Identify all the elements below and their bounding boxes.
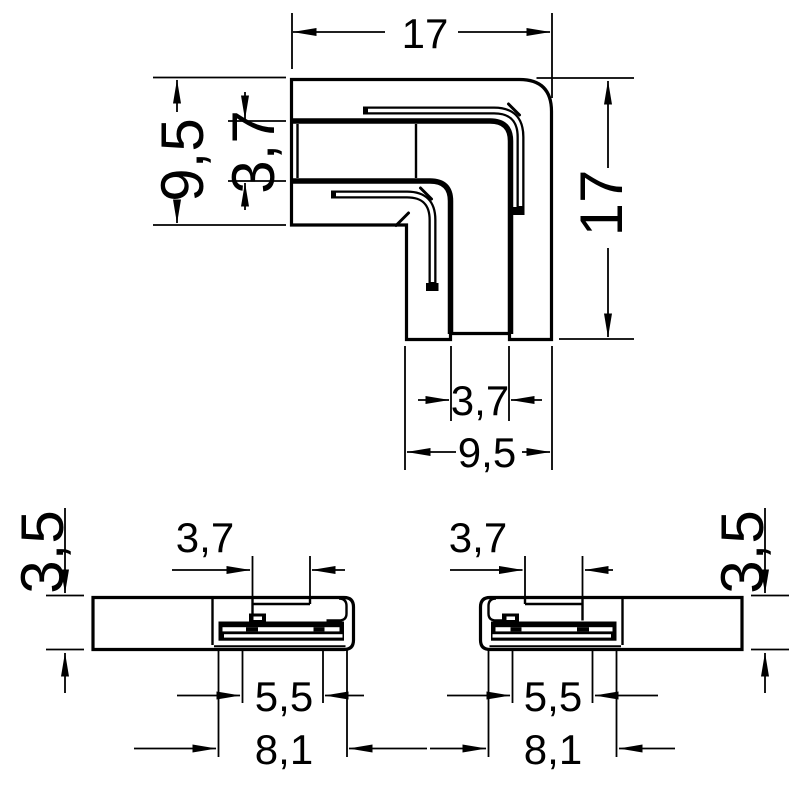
dim-thickness-right: 3,5 — [709, 508, 789, 693]
dim-label-arm-width: 9,5 — [149, 118, 216, 201]
dim-plate-left: 5,5 — [177, 648, 364, 720]
corner-connector-top-view: 17 9,5 3,7 17 — [149, 10, 635, 476]
dim-label-notch-right: 3,7 — [449, 514, 507, 561]
dim-label-leg-span: 9,5 — [458, 429, 516, 476]
dim-leg-gap: 3,7 — [404, 346, 553, 470]
dim-leg-right: 8,1 — [430, 648, 675, 773]
front-view-left: 3,5 3,7 5,5 8,1 — [9, 508, 427, 773]
dim-thickness-left: 3,5 — [9, 508, 84, 693]
dim-label-plate-right: 5,5 — [524, 673, 582, 720]
dim-label-leg-gap: 3,7 — [451, 377, 509, 424]
dim-slot-width: 3,7 — [220, 92, 287, 210]
lower-barb-foot — [426, 283, 439, 291]
dim-label-overall-height: 17 — [568, 170, 635, 237]
dim-label-leg-right: 8,1 — [524, 726, 582, 773]
dim-notch-right: 3,7 — [449, 514, 613, 603]
outer-contour — [289, 77, 554, 342]
recess-left-wall — [487, 597, 509, 622]
upper-barb-corner-tooth — [507, 102, 521, 117]
lower-barb-plate-core — [336, 192, 435, 282]
dim-leg-left: 8,1 — [134, 648, 427, 773]
dim-arm-width: 9,5 — [149, 76, 286, 226]
bar-outline — [478, 595, 744, 652]
inner-corner-claw — [394, 211, 410, 227]
inner-wall-lower — [291, 178, 454, 334]
front-view-right: 3,7 3,5 5,5 8,1 — [430, 508, 789, 773]
inner-wall-upper — [291, 118, 514, 334]
dim-label-thickness-right: 3,5 — [709, 510, 776, 593]
dim-plate-right: 5,5 — [447, 648, 658, 720]
dim-label-plate-left: 5,5 — [255, 673, 313, 720]
recess-right-wall — [326, 597, 348, 622]
dim-label-leg-left: 8,1 — [255, 726, 313, 773]
upper-barb-plate-core — [368, 108, 523, 206]
dim-label-thickness-left: 3,5 — [9, 510, 76, 593]
dim-overall-width: 17 — [291, 10, 553, 98]
lower-barb-corner-tooth — [419, 186, 433, 201]
dim-label-notch-left: 3,7 — [176, 514, 234, 561]
dim-overall-height: 17 — [536, 77, 635, 340]
dim-leg-span: 9,5 — [406, 429, 551, 476]
dim-notch-left: 3,7 — [172, 514, 345, 603]
upper-barb-foot — [512, 207, 525, 215]
lower-barb-plate — [331, 190, 437, 288]
dim-label-slot-width: 3,7 — [220, 110, 287, 193]
dim-label-overall-width: 17 — [402, 10, 449, 57]
